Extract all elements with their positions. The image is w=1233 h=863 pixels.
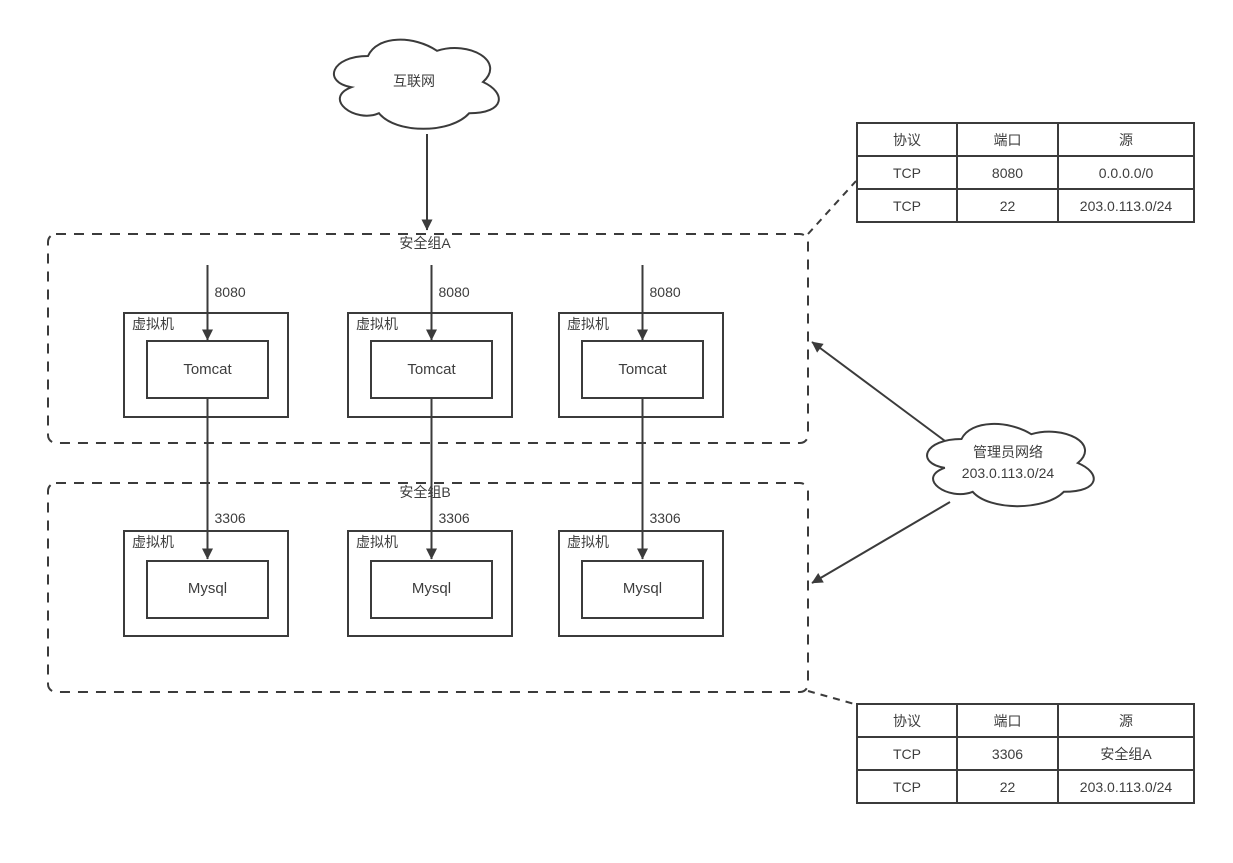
- table-row: TCP 22 203.0.113.0/24: [856, 769, 1195, 804]
- admin-network-cloud[interactable]: 管理员网络 203.0.113.0/24: [926, 423, 1095, 508]
- cloud-shape[interactable]: [332, 38, 500, 130]
- vm-tomcat-2[interactable]: 虚拟机 Tomcat: [347, 312, 513, 418]
- cell-port: 3306: [956, 736, 1059, 771]
- cloud-shape[interactable]: [926, 423, 1095, 508]
- cell-protocol: TCP: [856, 155, 958, 190]
- internet-cloud[interactable]: 互联网: [332, 38, 500, 130]
- cell-source: 安全组A: [1057, 736, 1195, 771]
- tomcat-box[interactable]: [146, 340, 269, 399]
- port-8080-label-2: 8080: [439, 284, 470, 300]
- header-port: 端口: [956, 703, 1059, 738]
- security-group-b-boundary[interactable]: [47, 482, 809, 693]
- security-group-a-label: 安全组A: [399, 235, 451, 251]
- arrow-admin-to-group-a[interactable]: [811, 341, 946, 442]
- security-group-a[interactable]: 安全组A: [47, 233, 809, 444]
- vm-label: 虚拟机: [567, 316, 609, 332]
- header-protocol: 协议: [856, 122, 958, 157]
- security-group-a-boundary[interactable]: [47, 233, 809, 444]
- port-3306-label-2: 3306: [439, 510, 470, 526]
- mysql-label: Mysql: [188, 580, 227, 597]
- vm-label: 虚拟机: [356, 534, 398, 550]
- mysql-box[interactable]: [581, 560, 704, 619]
- connector-group-a-to-table[interactable]: [807, 180, 857, 235]
- admin-network-name: 管理员网络: [973, 444, 1043, 460]
- cell-source: 203.0.113.0/24: [1057, 769, 1195, 804]
- vm-tomcat-3[interactable]: 虚拟机 Tomcat: [558, 312, 724, 418]
- table-row: TCP 22 203.0.113.0/24: [856, 188, 1195, 223]
- header-protocol: 协议: [856, 703, 958, 738]
- port-3306-label-3: 3306: [650, 510, 681, 526]
- table-row: TCP 3306 安全组A: [856, 736, 1195, 771]
- cell-port: 22: [956, 769, 1059, 804]
- cell-port: 8080: [956, 155, 1059, 190]
- tomcat-label: Tomcat: [407, 361, 456, 378]
- mysql-label: Mysql: [623, 580, 662, 597]
- vm-label: 虚拟机: [132, 316, 174, 332]
- header-port: 端口: [956, 122, 1059, 157]
- port-8080-label-3: 8080: [650, 284, 681, 300]
- mysql-label: Mysql: [412, 580, 451, 597]
- tomcat-label: Tomcat: [183, 361, 232, 378]
- internet-label: 互联网: [393, 73, 435, 89]
- vm-label: 虚拟机: [132, 534, 174, 550]
- header-source: 源: [1057, 703, 1195, 738]
- tomcat-label: Tomcat: [618, 361, 667, 378]
- vm-mysql-2[interactable]: 虚拟机 Mysql: [347, 530, 513, 637]
- cell-protocol: TCP: [856, 736, 958, 771]
- mysql-box[interactable]: [146, 560, 269, 619]
- cell-source: 203.0.113.0/24: [1057, 188, 1195, 223]
- mysql-box[interactable]: [370, 560, 493, 619]
- cell-protocol: TCP: [856, 188, 958, 223]
- cell-protocol: TCP: [856, 769, 958, 804]
- arrow-admin-to-group-b[interactable]: [811, 501, 951, 584]
- vm-mysql-1[interactable]: 虚拟机 Mysql: [123, 530, 289, 637]
- group-a-rules-table[interactable]: 协议 端口 源 TCP 8080 0.0.0.0/0 TCP 22 203.0.…: [856, 122, 1195, 223]
- header-source: 源: [1057, 122, 1195, 157]
- security-group-b[interactable]: 安全组B: [47, 482, 809, 693]
- tomcat-box[interactable]: [370, 340, 493, 399]
- table-header-row: 协议 端口 源: [856, 703, 1195, 738]
- vm-label: 虚拟机: [356, 316, 398, 332]
- vm-mysql-3[interactable]: 虚拟机 Mysql: [558, 530, 724, 637]
- table-header-row: 协议 端口 源: [856, 122, 1195, 157]
- group-b-rules-table[interactable]: 协议 端口 源 TCP 3306 安全组A TCP 22 203.0.113.0…: [856, 703, 1195, 804]
- tomcat-box[interactable]: [581, 340, 704, 399]
- cell-port: 22: [956, 188, 1059, 223]
- vm-tomcat-1[interactable]: 虚拟机 Tomcat: [123, 312, 289, 418]
- vm-label: 虚拟机: [567, 534, 609, 550]
- port-8080-label-1: 8080: [215, 284, 246, 300]
- connector-group-b-to-table[interactable]: [807, 690, 859, 706]
- port-3306-label-1: 3306: [215, 510, 246, 526]
- cell-source: 0.0.0.0/0: [1057, 155, 1195, 190]
- admin-network-cidr: 203.0.113.0/24: [962, 465, 1055, 481]
- table-row: TCP 8080 0.0.0.0/0: [856, 155, 1195, 190]
- security-group-b-label: 安全组B: [399, 484, 450, 500]
